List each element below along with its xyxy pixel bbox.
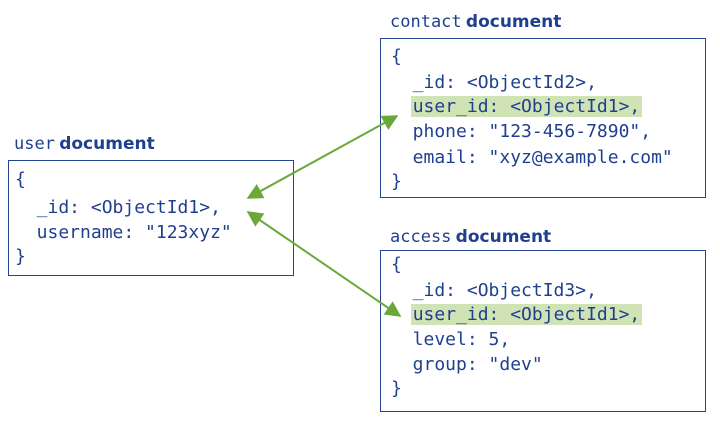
access-user-id-highlight: user_id: <ObjectId1>, bbox=[410, 304, 643, 325]
user-id-line: _id: <ObjectId1>, bbox=[15, 197, 221, 218]
access-document-box: { _id: <ObjectId3>, user_id: <ObjectId1>… bbox=[380, 250, 706, 412]
user-document-title-name: user bbox=[14, 134, 55, 154]
contact-document-box: { _id: <ObjectId2>, user_id: <ObjectId1>… bbox=[380, 38, 706, 198]
contact-open-brace: { bbox=[391, 46, 402, 67]
access-group-line: group: "dev" bbox=[391, 354, 543, 375]
access-user-id-line: user_id: <ObjectId1>, bbox=[391, 303, 643, 327]
contact-close-brace: } bbox=[391, 171, 402, 192]
access-level-line: level: 5, bbox=[391, 329, 511, 350]
contact-document-title-name: contact bbox=[390, 12, 462, 32]
contact-phone-line: phone: "123-456-7890", bbox=[391, 121, 652, 142]
access-document-title-word: document bbox=[455, 227, 552, 247]
user-document-box: { _id: <ObjectId1>, username: "123xyz" } bbox=[8, 160, 294, 276]
access-id-line: _id: <ObjectId3>, bbox=[391, 280, 597, 301]
user-username-line: username: "123xyz" bbox=[15, 222, 232, 243]
access-open-brace: { bbox=[391, 254, 402, 275]
user-open-brace: { bbox=[15, 169, 26, 190]
contact-document-title: contact document bbox=[390, 12, 561, 32]
user-document-title: user document bbox=[14, 134, 155, 154]
contact-email-line: email: "xyz@example.com" bbox=[391, 147, 673, 168]
contact-document-title-word: document bbox=[465, 12, 562, 32]
access-document-title-name: access bbox=[390, 227, 452, 247]
contact-user-id-highlight: user_id: <ObjectId1>, bbox=[410, 96, 643, 117]
user-document-title-word: document bbox=[59, 134, 155, 154]
access-document-title: access document bbox=[390, 227, 551, 247]
contact-user-id-line: user_id: <ObjectId1>, bbox=[391, 95, 643, 119]
contact-id-line: _id: <ObjectId2>, bbox=[391, 72, 597, 93]
user-close-brace: } bbox=[15, 246, 26, 267]
access-close-brace: } bbox=[391, 378, 402, 399]
